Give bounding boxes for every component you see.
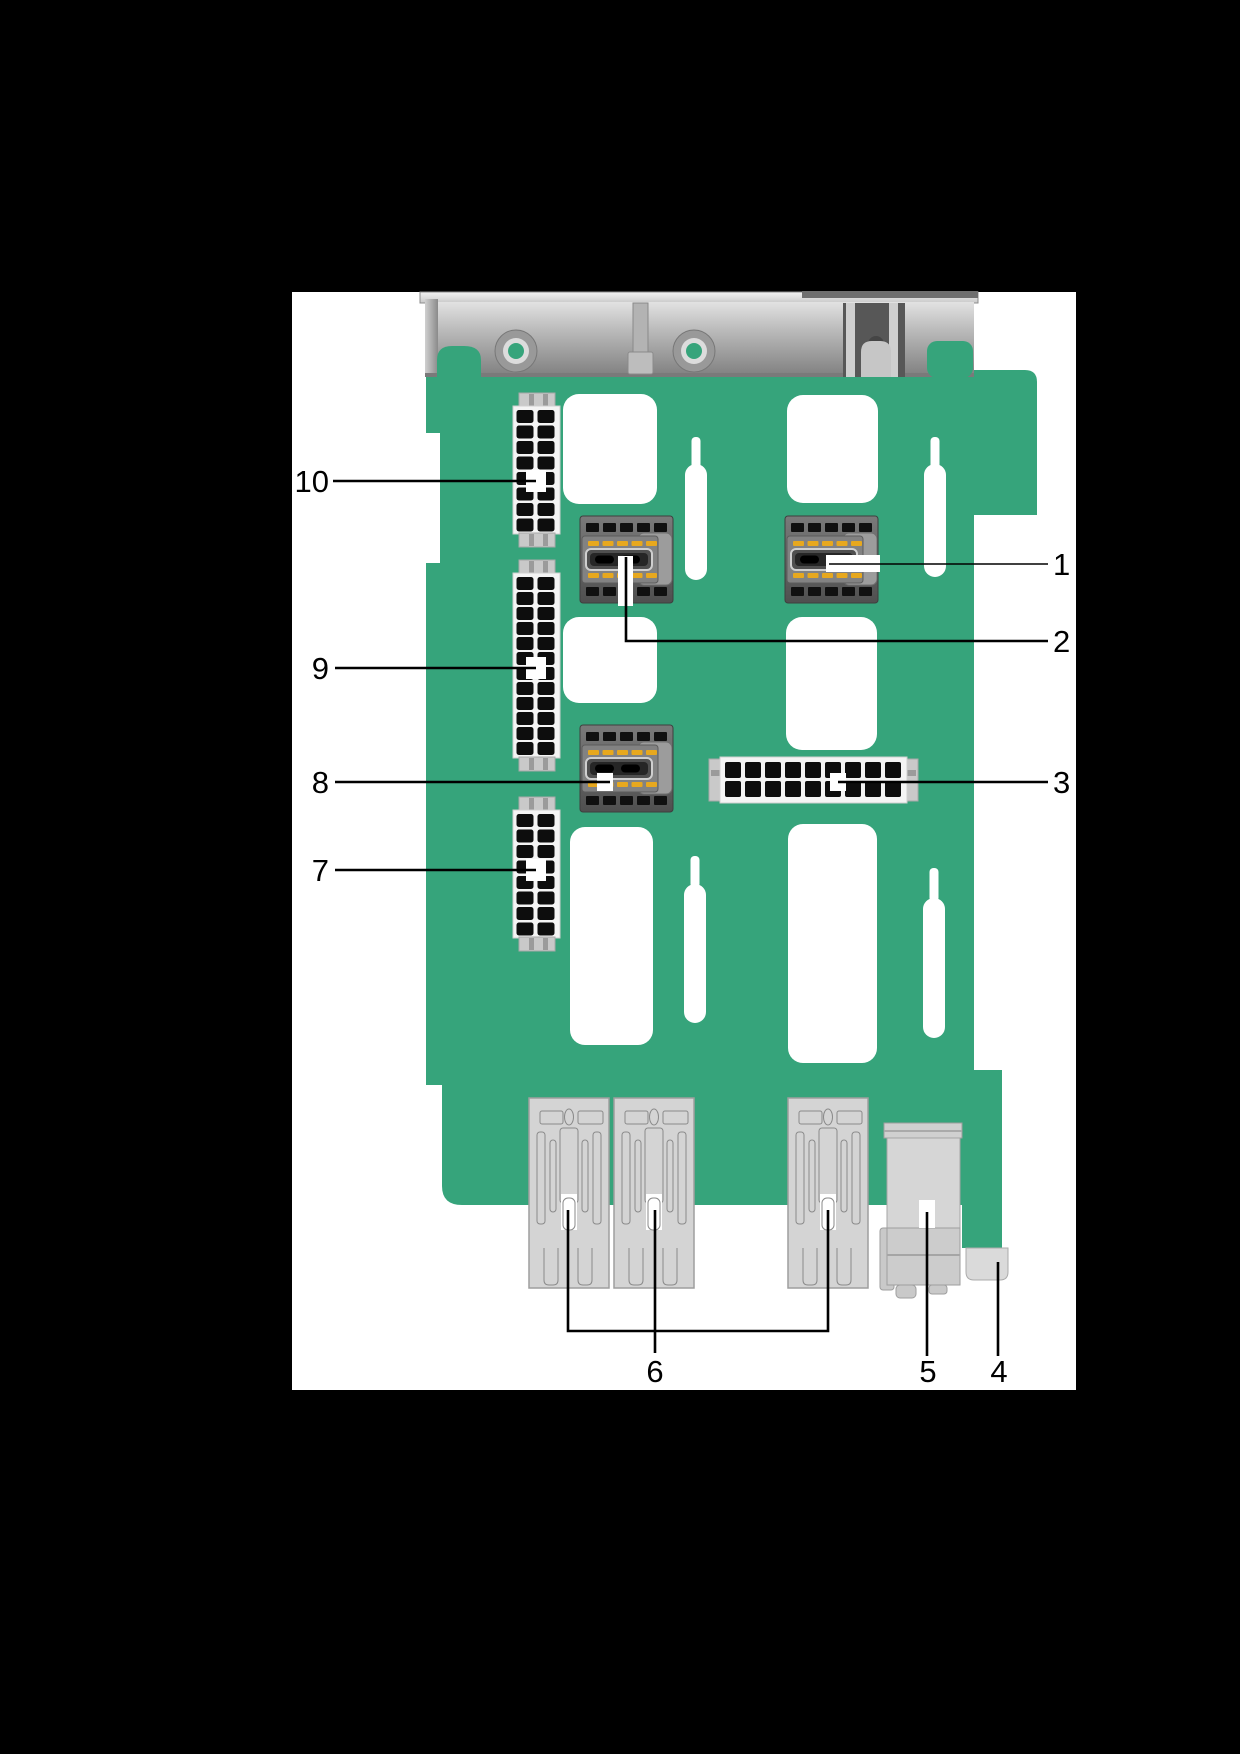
alignment-slot bbox=[684, 856, 706, 1023]
leader-line-6 bbox=[566, 1210, 830, 1353]
drive-bay-cutouts bbox=[563, 394, 946, 1063]
callout-label-8: 8 bbox=[312, 765, 329, 800]
drive-bay-cutout bbox=[786, 617, 877, 750]
callout-label-1: 1 bbox=[1053, 547, 1070, 582]
drive-bay-cutout bbox=[563, 394, 657, 504]
callout-label-4: 4 bbox=[990, 1354, 1007, 1389]
connector-5 bbox=[879, 1122, 963, 1299]
power-connector-7 bbox=[512, 796, 561, 952]
standoff-hole bbox=[672, 329, 716, 373]
bracket-tab bbox=[632, 302, 649, 359]
callout-label-6: 6 bbox=[646, 1354, 663, 1389]
bracket-tab-foot bbox=[627, 351, 654, 375]
bracket-clip bbox=[843, 303, 905, 377]
callout-label-9: 9 bbox=[312, 651, 329, 686]
callout-label-5: 5 bbox=[919, 1354, 936, 1389]
sas-connector-8 bbox=[579, 724, 674, 813]
standoff-hole bbox=[494, 329, 538, 373]
alignment-slot bbox=[923, 868, 945, 1038]
bracket-notch bbox=[437, 346, 481, 378]
mounting-bracket bbox=[419, 291, 979, 378]
power-connector-3 bbox=[708, 756, 919, 804]
callout-label-10: 10 bbox=[295, 464, 329, 499]
callout-label-3: 3 bbox=[1053, 765, 1070, 800]
callout-label-7: 7 bbox=[312, 853, 329, 888]
callout-label-2: 2 bbox=[1053, 624, 1070, 659]
drive-bay-cutout bbox=[788, 824, 877, 1063]
leader-line-2 bbox=[624, 557, 1048, 643]
drive-bay-cutout bbox=[570, 827, 653, 1045]
alignment-slot bbox=[685, 437, 707, 580]
drive-bay-cutout bbox=[787, 395, 878, 503]
alignment-slot bbox=[924, 437, 946, 577]
drive-bay-cutout bbox=[563, 617, 657, 703]
connector-4 bbox=[965, 1247, 1009, 1281]
power-connector-9 bbox=[512, 559, 561, 772]
bracket-notch bbox=[927, 341, 973, 378]
